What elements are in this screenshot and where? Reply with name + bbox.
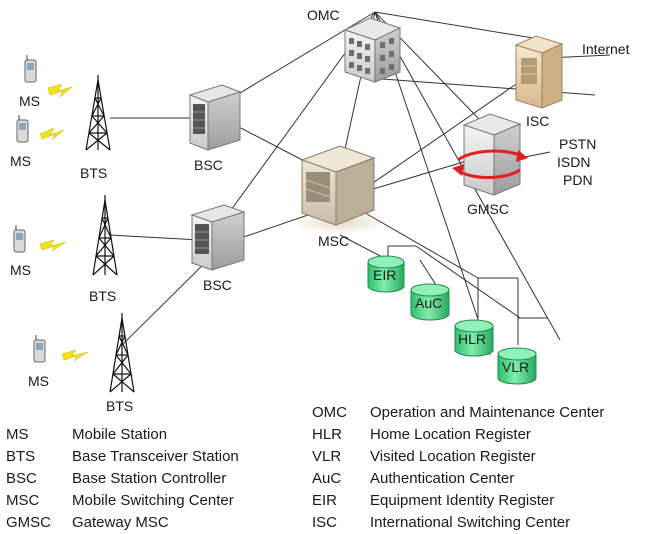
- database-cylinder-icon: [454, 319, 494, 357]
- legend-abbr: BTS: [6, 448, 36, 465]
- legend-text: Gateway MSC: [72, 514, 169, 531]
- bsc-server-icon: [190, 204, 246, 271]
- legend-text: Visited Location Register: [370, 448, 536, 465]
- pstn-label: PSTN: [559, 136, 596, 152]
- legend-abbr: MS: [6, 426, 29, 443]
- legend-row: AuC Authentication Center: [312, 468, 604, 490]
- ms-label: MS: [10, 153, 31, 169]
- ms-label: MS: [10, 262, 31, 278]
- mobile-phone-icon: [33, 335, 46, 363]
- lightning-icon: [39, 127, 65, 141]
- mobile-phone-icon: [24, 55, 37, 83]
- bts-tower-icon: [109, 313, 135, 393]
- mobile-phone-icon: [13, 225, 26, 253]
- auc-label: AuC: [415, 295, 442, 311]
- bsc-label: BSC: [194, 157, 223, 173]
- lightning-icon: [39, 239, 67, 252]
- bsc-label: BSC: [203, 277, 232, 293]
- legend-abbr: OMC: [312, 404, 347, 421]
- legend-row: MSC Mobile Switching Center: [6, 490, 239, 512]
- bts-tower-icon: [92, 195, 118, 276]
- legend-left: MS Mobile Station BTS Base Transceiver Sta…: [6, 424, 239, 534]
- legend-row: OMC Operation and Maintenance Center: [312, 402, 604, 424]
- hlr-label: HLR: [458, 331, 486, 347]
- bts-tower-icon: [85, 75, 111, 151]
- bts-label: BTS: [80, 165, 107, 181]
- internet-label: Internet: [582, 41, 630, 57]
- legend-abbr: BSC: [6, 470, 37, 487]
- legend-abbr: HLR: [312, 426, 343, 443]
- legend-abbr: ISC: [312, 514, 338, 531]
- bts-label: BTS: [89, 288, 116, 304]
- omc-building-icon: [343, 17, 402, 83]
- legend-abbr: VLR: [312, 448, 342, 465]
- ms-label: MS: [28, 373, 49, 389]
- legend-row: BTS Base Transceiver Station: [6, 446, 239, 468]
- legend-row: GMSC Gateway MSC: [6, 512, 239, 534]
- legend-row: MS Mobile Station: [6, 424, 239, 446]
- legend-abbr: MSC: [6, 492, 40, 509]
- legend-text: Base Transceiver Station: [72, 448, 239, 465]
- legend-row: BSC Base Station Controller: [6, 468, 239, 490]
- legend-text: Operation and Maintenance Center: [370, 404, 605, 421]
- legend-abbr: GMSC: [6, 514, 51, 531]
- legend-row: HLR Home Location Register: [312, 424, 604, 446]
- msc-server-icon: [292, 145, 388, 234]
- isc-server-icon: [514, 35, 564, 109]
- msc-label: MSC: [318, 233, 349, 249]
- isdn-label: ISDN: [557, 154, 590, 170]
- legend-text: Base Station Controller: [72, 470, 227, 487]
- eir-label: EIR: [373, 267, 396, 283]
- lightning-icon: [47, 83, 73, 98]
- legend-text: Authentication Center: [370, 470, 515, 487]
- isc-label: ISC: [526, 113, 549, 129]
- gmsc-server-icon: [452, 113, 528, 196]
- gmsc-label: GMSC: [467, 201, 509, 217]
- database-cylinder-icon: [497, 347, 537, 385]
- mobile-phone-icon: [16, 115, 29, 143]
- lightning-icon: [61, 349, 89, 362]
- bsc-server-icon: [188, 84, 242, 151]
- legend-abbr: EIR: [312, 492, 338, 509]
- legend-text: Equipment Identity Register: [370, 492, 555, 509]
- legend-text: Mobile Station: [72, 426, 168, 443]
- ms-label: MS: [19, 93, 40, 109]
- omc-label: OMC: [307, 7, 340, 23]
- bts-label: BTS: [106, 398, 133, 414]
- legend-text: International Switching Center: [370, 514, 571, 531]
- pdn-label: PDN: [563, 172, 593, 188]
- legend-abbr: AuC: [312, 470, 342, 487]
- database-cylinder-icon: [410, 283, 450, 321]
- legend-text: Mobile Switching Center: [72, 492, 234, 509]
- vlr-label: VLR: [502, 359, 529, 375]
- legend-row: ISC International Switching Center: [312, 512, 604, 534]
- legend-text: Home Location Register: [370, 426, 531, 443]
- legend-row: VLR Visited Location Register: [312, 446, 604, 468]
- database-cylinder-icon: [367, 255, 405, 293]
- legend-row: EIR Equipment Identity Register: [312, 490, 604, 512]
